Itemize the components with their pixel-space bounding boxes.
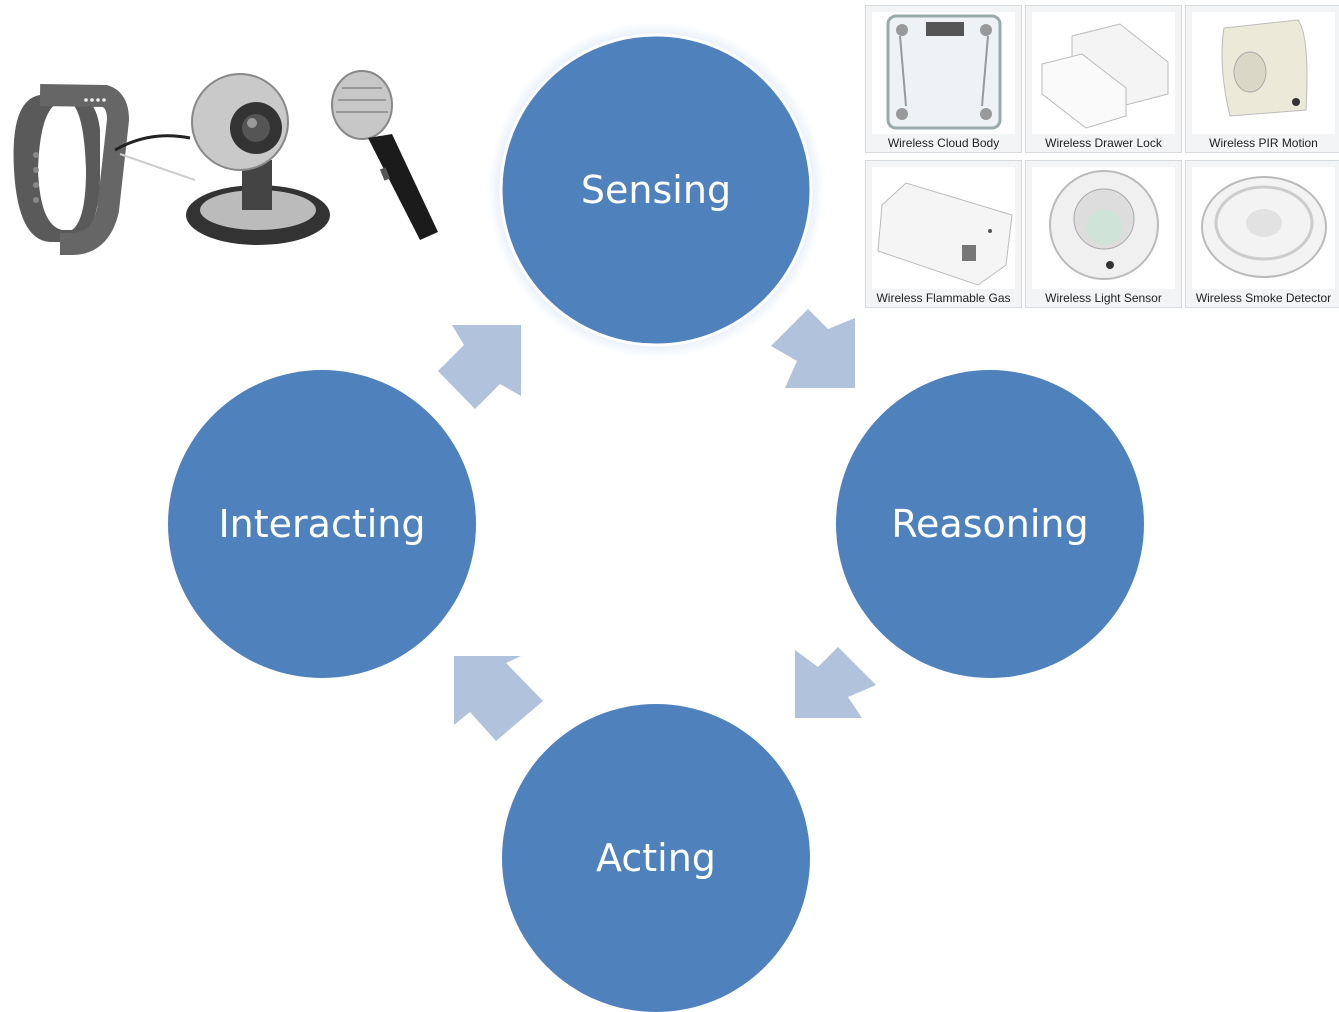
node-reasoning[interactable]: Reasoning — [836, 370, 1144, 678]
device-tile-drawer-lock[interactable]: Wireless Drawer Lock — [1025, 5, 1182, 153]
node-sensing[interactable]: Sensing — [499, 33, 813, 347]
arrow-reasoning-to-acting — [795, 647, 876, 718]
arrow-sensing-to-reasoning — [771, 309, 855, 388]
microphone-icon — [331, 70, 438, 240]
device-caption: Wireless PIR Motion — [1209, 136, 1318, 150]
device-caption: Wireless Cloud Body — [887, 136, 1000, 150]
input-gadgets — [0, 60, 460, 270]
motion-sensor-icon — [1221, 19, 1308, 117]
arrow-interacting-to-sensing — [438, 325, 521, 409]
scale-icon — [886, 14, 1002, 130]
device-tile-flammable-gas[interactable]: Wireless Flammable Gas — [865, 160, 1022, 308]
node-label-sensing: Sensing — [581, 168, 731, 212]
device-caption: Wireless Flammable Gas — [876, 291, 1011, 305]
fitness-band-icon — [13, 84, 130, 255]
arrow-acting-to-interacting — [454, 656, 543, 741]
device-tile-pir-motion[interactable]: Wireless PIR Motion — [1185, 5, 1339, 153]
device-caption: Wireless Light Sensor — [1045, 291, 1162, 305]
gas-detector-icon — [877, 182, 1013, 286]
node-acting[interactable]: Acting — [502, 704, 810, 1012]
webcam-icon — [186, 73, 330, 245]
node-interacting[interactable]: Interacting — [168, 370, 476, 678]
light-sensor-icon — [1049, 170, 1159, 280]
door-sensor-icon — [1041, 23, 1169, 129]
device-tile-smoke-detector[interactable]: Wireless Smoke Detector — [1185, 160, 1339, 308]
device-tile-cloud-body[interactable]: Wireless Cloud Body — [865, 5, 1022, 153]
device-caption: Wireless Smoke Detector — [1195, 291, 1332, 305]
node-label-reasoning: Reasoning — [891, 502, 1088, 546]
smoke-detector-icon — [1201, 176, 1327, 278]
device-caption: Wireless Drawer Lock — [1045, 136, 1162, 150]
device-tile-light-sensor[interactable]: Wireless Light Sensor — [1025, 160, 1182, 308]
node-label-acting: Acting — [596, 836, 716, 880]
node-label-interacting: Interacting — [218, 502, 425, 546]
